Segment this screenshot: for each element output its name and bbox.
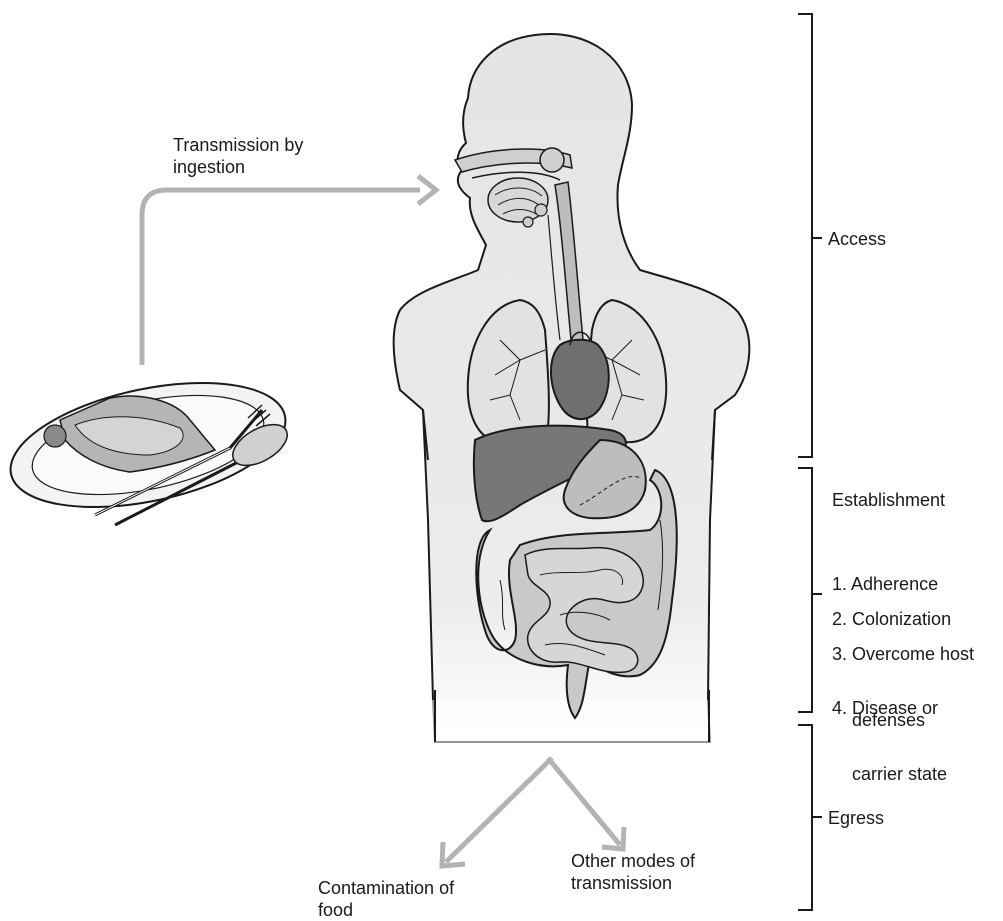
label-line: ingestion bbox=[173, 156, 303, 178]
label-line: food bbox=[318, 899, 454, 921]
contamination-label: Contamination of food bbox=[318, 877, 454, 921]
label-line: Other modes of bbox=[571, 850, 695, 872]
step-line: 4. Disease or bbox=[832, 697, 947, 719]
stage-brackets bbox=[798, 14, 822, 910]
egress-bracket bbox=[798, 725, 822, 910]
establishment-bracket bbox=[798, 468, 822, 712]
salivary-gland bbox=[540, 148, 564, 172]
food-plate-illustration bbox=[0, 361, 297, 529]
label-line: Transmission by bbox=[173, 134, 303, 156]
strawberry bbox=[44, 425, 66, 447]
transmission-by-ingestion-label: Transmission by ingestion bbox=[173, 134, 303, 178]
egress-label: Egress bbox=[828, 807, 884, 829]
step-line: carrier state bbox=[832, 763, 947, 785]
ingestion-arrow bbox=[142, 176, 436, 365]
label-line: transmission bbox=[571, 872, 695, 894]
establishment-step: 4. Disease or carrier state bbox=[832, 653, 947, 807]
other-modes-label: Other modes of transmission bbox=[571, 850, 695, 894]
access-bracket bbox=[798, 14, 822, 457]
access-label: Access bbox=[828, 228, 886, 250]
establishment-title: Establishment bbox=[832, 489, 945, 511]
label-line: Contamination of bbox=[318, 877, 454, 899]
